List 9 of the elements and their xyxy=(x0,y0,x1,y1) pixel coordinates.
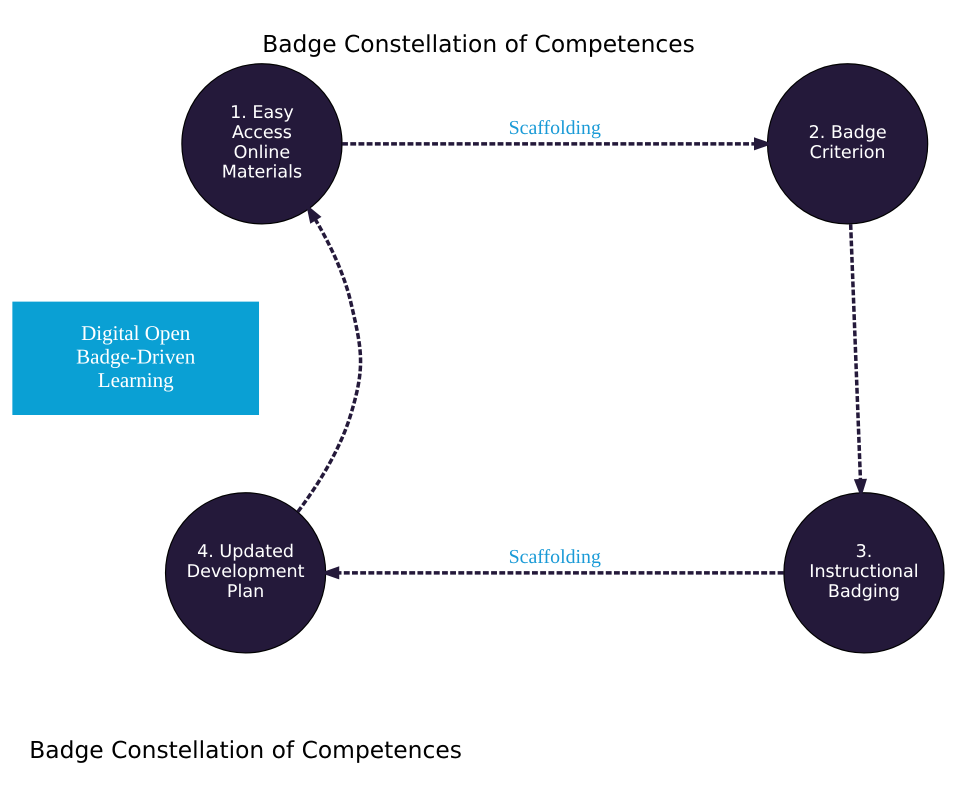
diagram-title: Badge Constellation of Competences xyxy=(262,30,695,58)
node-box: Digital Open Badge-Driven Learning xyxy=(12,302,260,416)
edge-label: Scaffolding xyxy=(508,546,601,568)
node-circle: 3. Instructional Badging xyxy=(783,492,945,654)
node-circle: 4. Updated Development Plan xyxy=(164,492,326,654)
arrow xyxy=(296,204,362,513)
node-circle: 2. Badge Criterion xyxy=(766,63,928,224)
caption: Badge Constellation of Competences xyxy=(29,736,462,764)
edge-label: Scaffolding xyxy=(508,117,601,139)
